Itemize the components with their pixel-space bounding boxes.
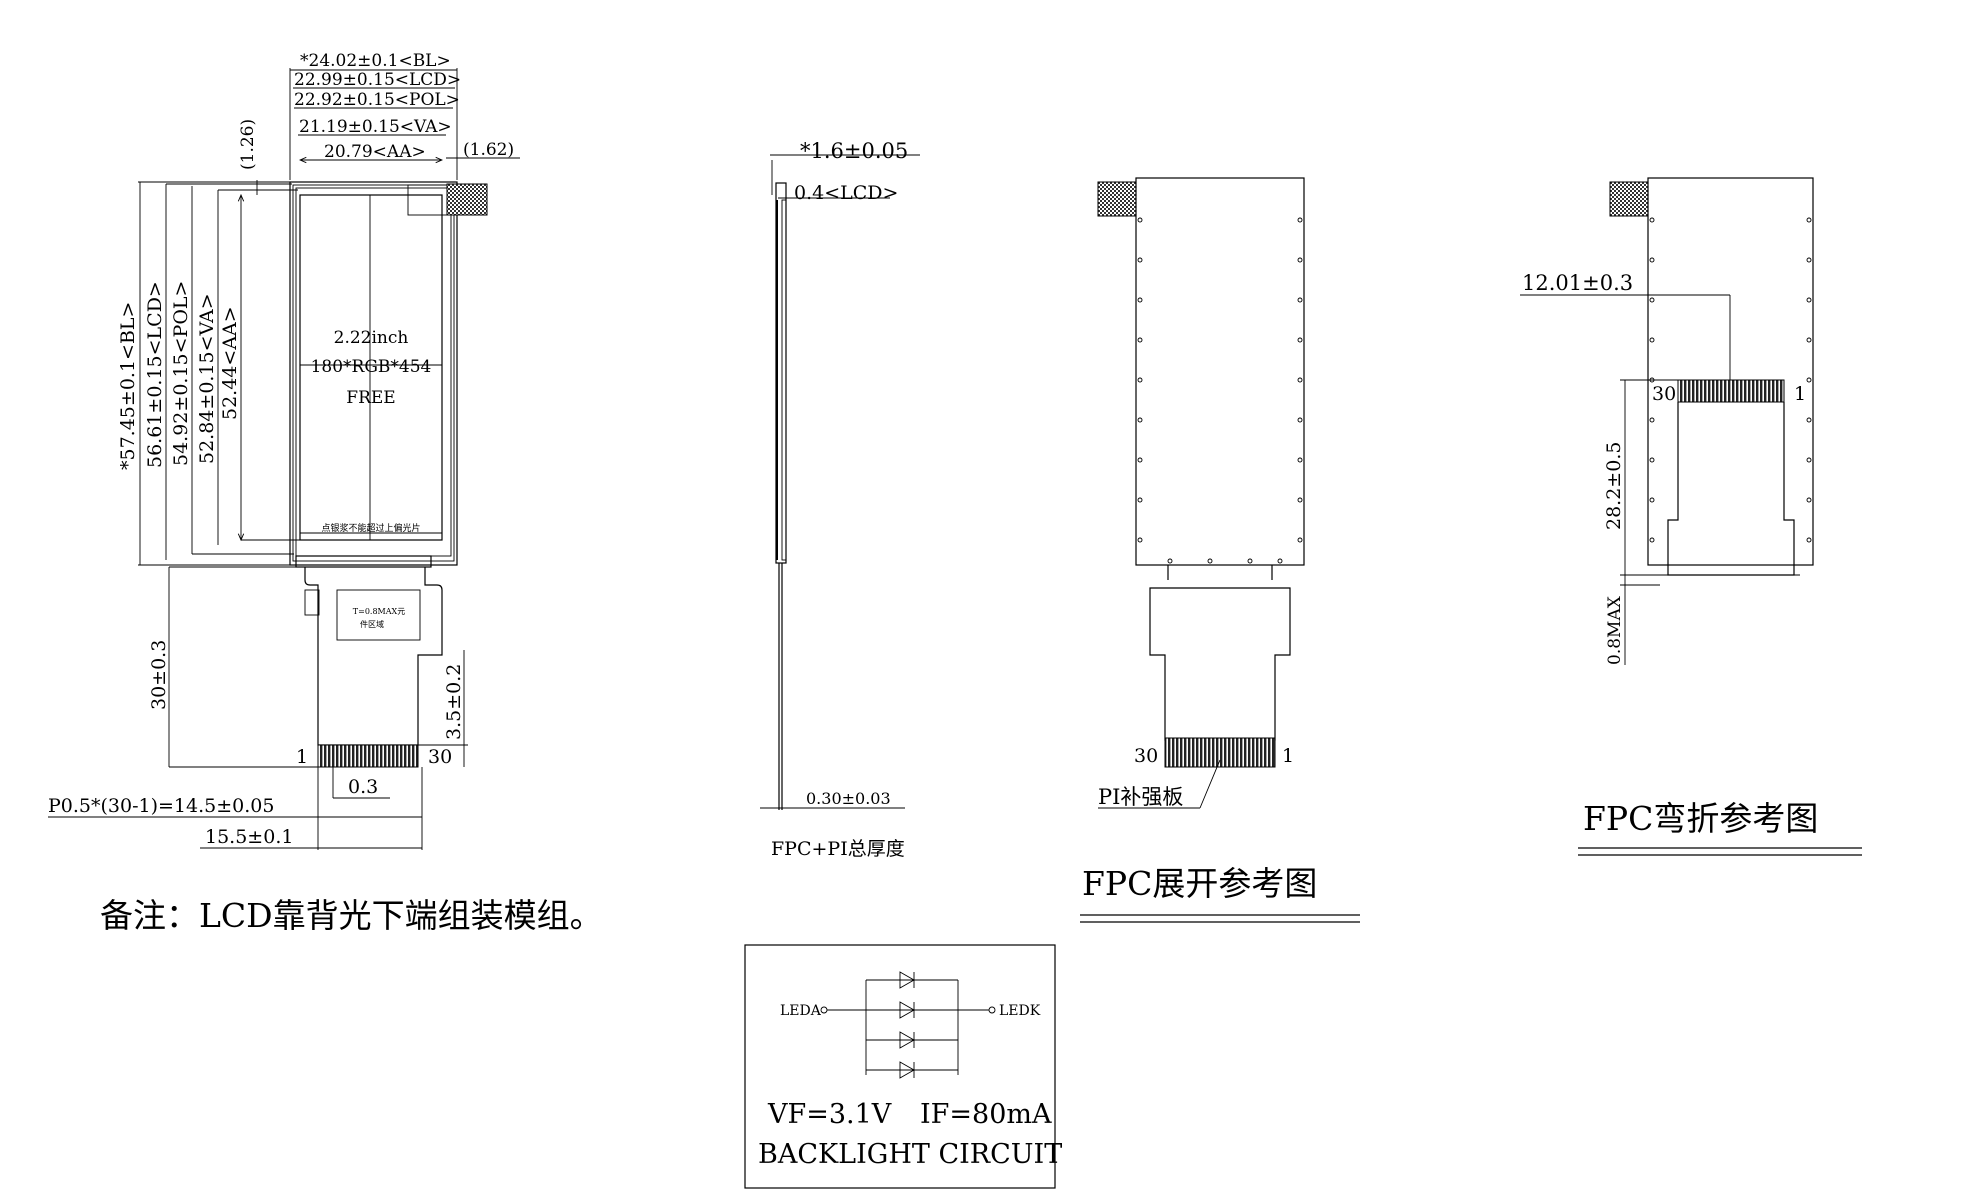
dim-aa-width: 20.79<AA> (324, 142, 426, 162)
folded-title: FPC弯折参考图 (1583, 799, 1818, 838)
unfolded-top-tab (1097, 181, 1137, 217)
pin-last-label: 30 (428, 746, 452, 768)
dim-pitch: P0.5*(30-1)=14.5±0.05 (48, 795, 274, 817)
width-dimensions: *24.02±0.1<BL> 22.99±0.15<LCD> 22.92±0.1… (238, 51, 520, 195)
unfolded-pin-last: 30 (1134, 745, 1158, 767)
folded-edge-dots (1649, 217, 1812, 543)
dim-pin-width: 0.3 (348, 776, 378, 798)
component-area (336, 589, 421, 641)
folded-pin-field (1677, 379, 1785, 403)
circuit-if: IF=80mA (920, 1099, 1052, 1130)
circuit-frame (744, 944, 1056, 1189)
folded-view: 12.01±0.3 30 1 28.2±0.5 0.8MAX FPC弯折参考图 (1520, 177, 1862, 856)
dim-stiffener: 3.5±0.2 (443, 664, 465, 740)
dim-lcd-width: 22.99±0.15<LCD> (294, 70, 461, 90)
dim-pol-width: 22.92±0.15<POL> (294, 90, 460, 110)
panel-mode: FREE (346, 388, 395, 408)
dim-va-width: 21.19±0.15<VA> (299, 117, 452, 137)
folded-pin-first: 1 (1794, 383, 1806, 405)
dim-left-offset: (1.26) (238, 119, 258, 170)
module-outline: 2.22inch 180*RGB*454 FREE 点银浆不能超过上偏光片 (289, 181, 488, 566)
dim-right-offset: (1.62) (463, 140, 514, 160)
dim-va-height: 52.84±0.15<VA> (196, 293, 218, 464)
side-view: *1.6±0.05 0.4<LCD> 0.30±0.03 FPC+PI总厚度 (760, 139, 920, 860)
led-string (866, 971, 958, 1079)
fpc-pin-field (317, 744, 419, 768)
panel-note: 点银浆不能超过上偏光片 (321, 522, 420, 534)
panel-resolution: 180*RGB*454 (311, 357, 432, 377)
unfolded-title: FPC展开参考图 (1082, 864, 1317, 903)
unfolded-pin-field (1164, 737, 1276, 768)
backlight-circuit: LEDA LEDK VF=3.1V IF=80mA BACKLIGHT CIRC… (744, 944, 1062, 1189)
top-connector-tab (446, 183, 488, 216)
circuit-anode: LEDA (780, 1003, 822, 1019)
dim-pol-height: 54.92±0.15<POL> (170, 281, 192, 466)
fpc-tail: T=0.8MAX元 件区域 1 30 30±0.3 3.5±0.2 0.3 P0… (48, 555, 468, 850)
circuit-title: BACKLIGHT CIRCUIT (758, 1139, 1062, 1170)
dim-lcd-thickness: 0.4<LCD> (794, 182, 898, 204)
remark-text: 备注：LCD靠背光下端组装模组。 (100, 896, 603, 935)
folded-pin-last: 30 (1652, 383, 1676, 405)
unfolded-edge-dots (1137, 217, 1303, 564)
dim-bl-height: *57.45±0.1<BL> (117, 302, 139, 470)
folded-dim-offset: 12.01±0.3 (1522, 271, 1633, 295)
pin-first-label: 1 (296, 746, 308, 768)
dim-aa-height: 52.44<AA> (219, 306, 241, 420)
circuit-vf: VF=3.1V (767, 1099, 892, 1130)
side-view-caption: FPC+PI总厚度 (771, 838, 905, 860)
dim-total-thickness: *1.6±0.05 (800, 139, 908, 163)
component-area-line1: T=0.8MAX元 (353, 607, 405, 616)
front-view: *24.02±0.1<BL> 22.99±0.15<LCD> 22.92±0.1… (48, 51, 520, 850)
dim-fpc-length: 30±0.3 (148, 640, 170, 710)
unfolded-view: 30 1 PI补强板 FPC展开参考图 (1080, 177, 1360, 923)
folded-dim-max: 0.8MAX (1605, 595, 1625, 665)
folded-dim-fold: 28.2±0.5 (1603, 442, 1625, 530)
folded-top-tab (1609, 181, 1649, 217)
dim-bl-width: *24.02±0.1<BL> (300, 51, 451, 71)
dim-fpc-pi-thickness: 0.30±0.03 (806, 789, 891, 808)
component-area-line2: 件区域 (360, 619, 384, 629)
dim-connector-width: 15.5±0.1 (205, 826, 293, 848)
circuit-cathode: LEDK (999, 1003, 1041, 1019)
dim-lcd-height: 56.61±0.15<LCD> (144, 281, 166, 468)
panel-size: 2.22inch (334, 328, 409, 348)
height-dimensions: *57.45±0.1<BL> 56.61±0.15<LCD> 54.92±0.1… (117, 181, 300, 566)
unfolded-pin-first: 1 (1282, 745, 1294, 767)
stiffener-label: PI补强板 (1098, 785, 1183, 809)
